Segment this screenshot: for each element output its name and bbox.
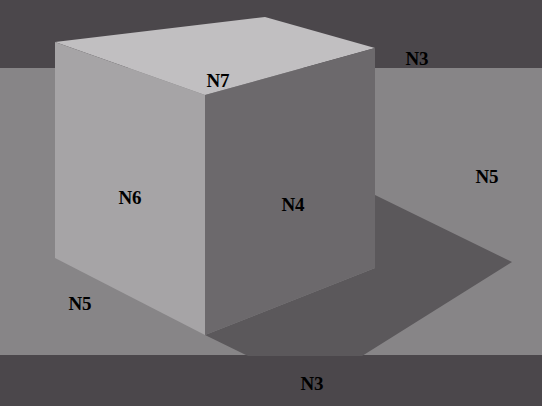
right-face [205, 48, 375, 335]
value-label: N5 [475, 167, 498, 186]
value-label: N4 [281, 195, 304, 214]
value-label: N3 [300, 374, 323, 393]
value-label: N7 [206, 71, 229, 90]
left-face [55, 42, 205, 335]
value-label: N3 [405, 49, 428, 68]
front-band [0, 355, 542, 406]
value-label: N5 [68, 294, 91, 313]
value-label: N6 [118, 188, 141, 207]
